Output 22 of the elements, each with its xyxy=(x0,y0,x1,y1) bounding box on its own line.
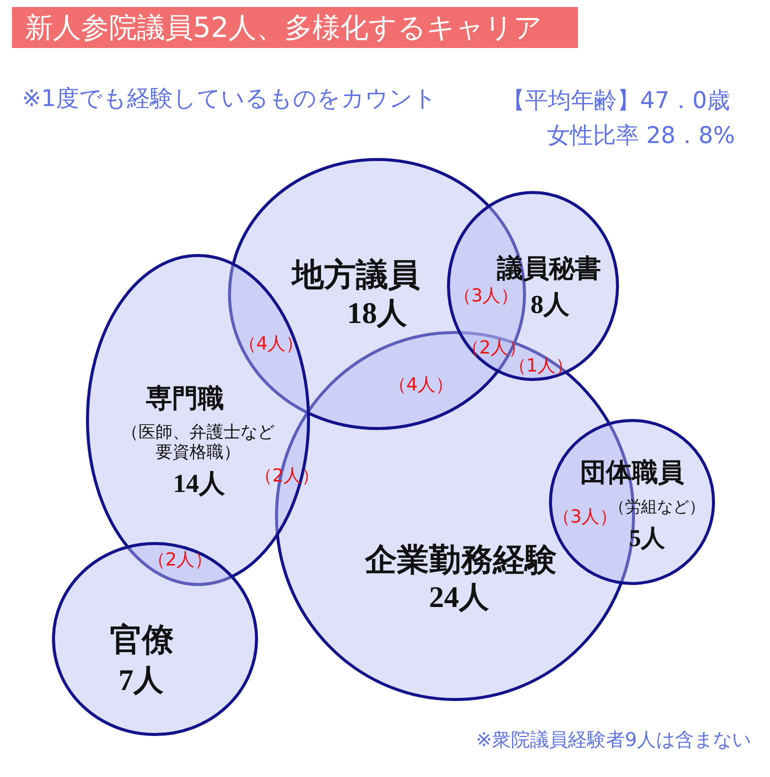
category-name: 企業勤務経験 xyxy=(365,542,557,578)
category-name: 専門職 xyxy=(146,385,224,415)
person-count: 14人 xyxy=(173,469,225,499)
overlap-count: （4人） xyxy=(388,376,454,396)
person-count: 18人 xyxy=(347,296,407,332)
footnote: ※衆院議員経験者9人は含まない xyxy=(476,730,752,752)
overlap-count: （2人） xyxy=(147,550,213,572)
category-name: 議員秘書 xyxy=(497,255,601,285)
category-name: 地方議員 xyxy=(292,256,420,294)
overlap-count: （1人） xyxy=(508,356,574,378)
overlap-count: （3人） xyxy=(453,286,519,308)
counting-note: ※1度でも経験しているものをカウント xyxy=(22,86,437,112)
person-count: 8人 xyxy=(530,290,570,320)
overlap-count: （4人） xyxy=(238,334,304,356)
statistic-text: 女性比率 28．8% xyxy=(546,122,735,150)
person-count: 7人 xyxy=(118,664,164,698)
title-banner: 新人参院議員52人、多様化するキャリア xyxy=(12,7,578,48)
category-note: （医師、弁護士など要資格職） xyxy=(120,423,276,463)
statistic-text: 【平均年齢】47．0歳 xyxy=(502,88,730,114)
category-name: 団体職員 xyxy=(580,459,684,489)
person-count: 24人 xyxy=(429,580,489,616)
category-name: 官僚 xyxy=(110,622,174,658)
